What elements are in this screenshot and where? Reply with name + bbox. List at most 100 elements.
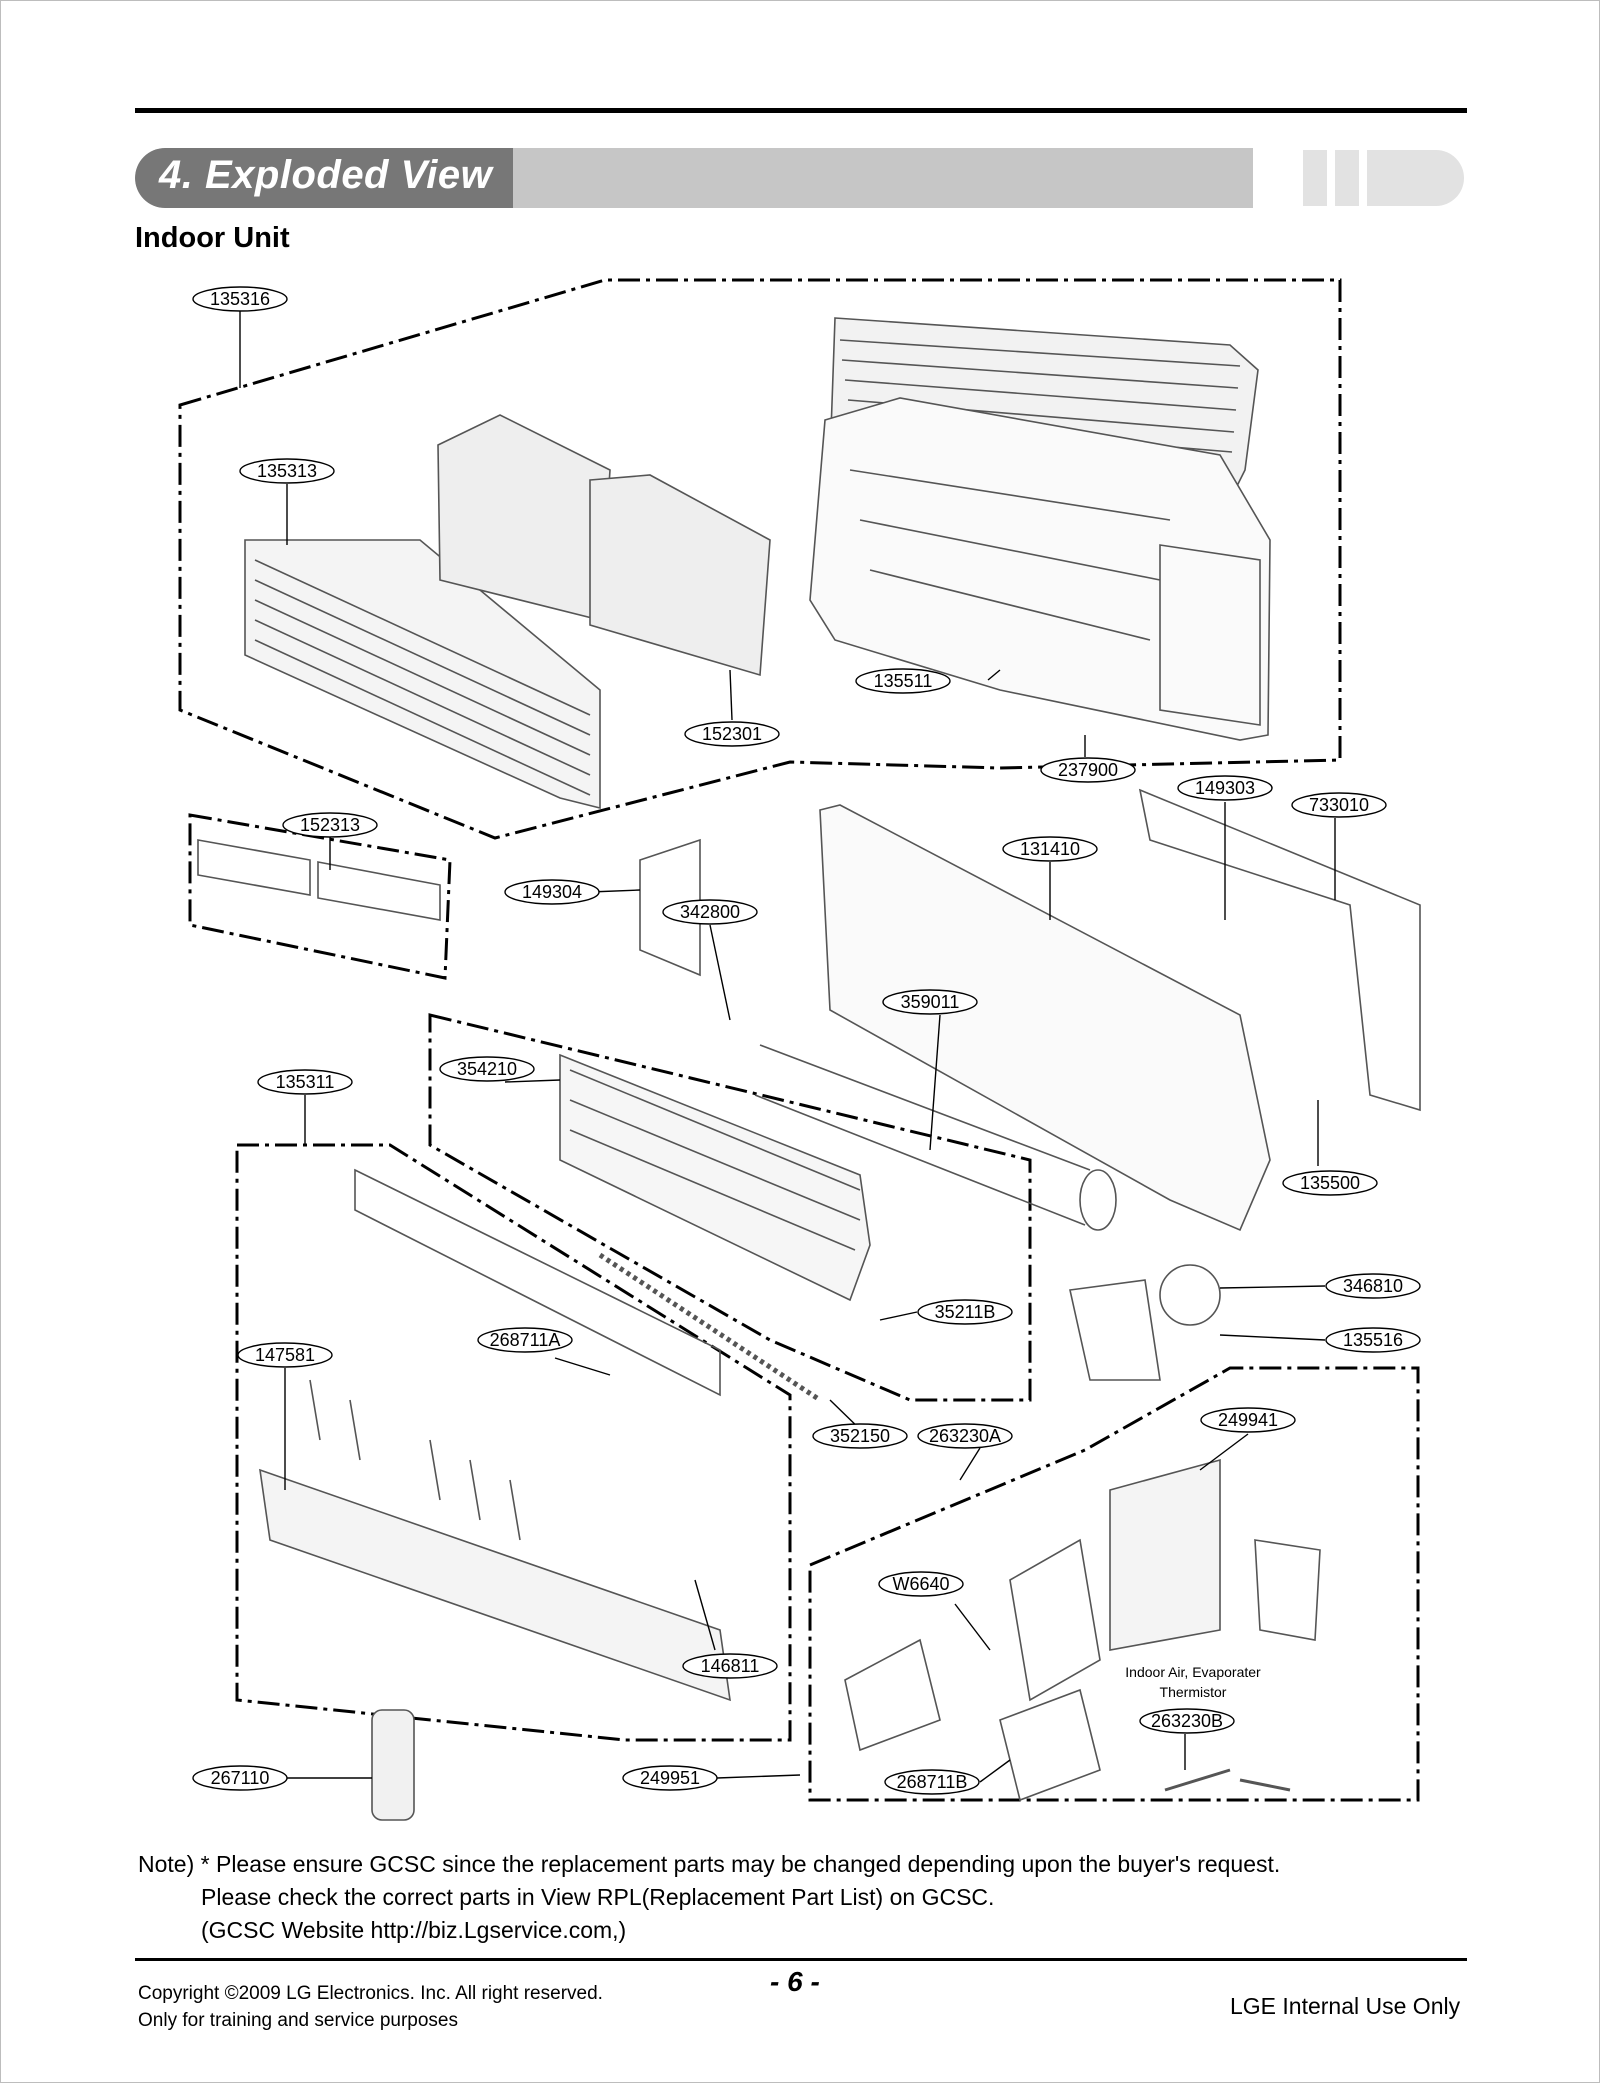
exploded-view-diagram: 135316 135313 152301 135511 237900 14930… [178, 278, 1421, 1821]
callout-263230A: 263230A [917, 1423, 1013, 1449]
pcb-drawing [999, 1688, 1101, 1802]
side-cover-drawing [1254, 1539, 1321, 1641]
callout-149303: 149303 [1177, 775, 1273, 801]
callout-135500: 135500 [1282, 1170, 1378, 1196]
part-code: 135500 [1300, 1173, 1360, 1193]
part-code: 263230B [1151, 1711, 1223, 1731]
drain-hose-drawing [598, 1252, 822, 1403]
leader-lines [239, 310, 1336, 1783]
drain-pan-drawing [354, 1168, 721, 1397]
heat-exchanger-drawing [559, 1053, 871, 1302]
main-chassis-detail [849, 469, 1261, 726]
part-code: 135313 [257, 461, 317, 481]
part-code: 733010 [1309, 795, 1369, 815]
callout-135516: 135516 [1325, 1327, 1421, 1353]
header-decoration [1367, 150, 1464, 206]
base-frame-drawing [819, 804, 1271, 1232]
heat-exchanger-fins [569, 1069, 861, 1251]
group-boundaries [178, 278, 1420, 1802]
front-panel-group-boundary [178, 278, 1342, 840]
callout-263230B: 263230B [1139, 1708, 1235, 1734]
part-code: 354210 [457, 1059, 517, 1079]
header-decoration [1335, 150, 1359, 206]
thermistor-label-line1: Indoor Air, Evaporater [1125, 1664, 1261, 1680]
part-code: 268711B [897, 1772, 968, 1792]
part-code: 152301 [702, 724, 762, 744]
section-header-bar: 4. Exploded View [135, 148, 1253, 208]
callout-135313: 135313 [239, 458, 335, 484]
callout-152313: 152313 [282, 812, 378, 838]
callout-249951: 249951 [622, 1765, 718, 1791]
callout-135511: 135511 [855, 668, 951, 694]
note-line-1: Note) * Please ensure GCSC since the rep… [138, 1851, 1281, 1877]
front-panel-slats [254, 559, 591, 796]
part-code: W6640 [892, 1574, 949, 1594]
part-code: 35211B [935, 1302, 996, 1322]
part-code: 263230A [929, 1426, 1001, 1446]
part-code: 135316 [210, 289, 270, 309]
part-callouts: 135316 135313 152301 135511 237900 14930… [192, 286, 1421, 1795]
part-code: 135311 [276, 1072, 335, 1092]
training-text: Only for training and service purposes [138, 2010, 458, 2031]
control-box-group-boundary [808, 1366, 1420, 1802]
louver-blades [309, 1379, 521, 1541]
front-panel-drawing [244, 539, 601, 810]
callout-346810: 346810 [1325, 1273, 1421, 1299]
part-code: 342800 [680, 902, 740, 922]
part-code: 249951 [640, 1768, 700, 1788]
callout-146811: 146811 [682, 1653, 778, 1679]
motor-drawing [1159, 1264, 1221, 1326]
part-code: 352150 [830, 1426, 890, 1446]
part-code: 249941 [1218, 1410, 1278, 1430]
part-code: 146811 [701, 1656, 760, 1676]
display-windows-drawing [197, 839, 441, 921]
page-number: - 6 - [770, 1966, 820, 1997]
remote-control-drawing [371, 1709, 415, 1821]
install-plate-drawing [1138, 788, 1421, 1112]
air-filter-right-drawing [589, 474, 771, 677]
part-code: 267110 [211, 1768, 270, 1788]
heat-exchanger-group-boundary [428, 1013, 1032, 1402]
callout-237900: 237900 [1040, 757, 1136, 783]
display-group-boundary [188, 813, 452, 980]
note-line-2: Please check the correct parts in View R… [201, 1884, 995, 1910]
top-grille-slats [839, 339, 1241, 473]
part-code: 359011 [901, 992, 960, 1012]
callout-249941: 249941 [1200, 1407, 1296, 1433]
replacement-note: Note) * Please ensure GCSC since the rep… [138, 1848, 1280, 1947]
callout-354210: 354210 [439, 1056, 535, 1082]
motor-cover-drawing [1069, 1279, 1161, 1381]
part-code: 237900 [1058, 760, 1118, 780]
callout-733010: 733010 [1291, 792, 1387, 818]
part-code: 135511 [874, 671, 933, 691]
part-code: 268711A [490, 1330, 561, 1350]
callout-135311: 135311 [257, 1069, 353, 1095]
main-chassis-drawing [809, 397, 1271, 741]
callout-359011: 359011 [882, 989, 978, 1015]
internal-use-label: LGE Internal Use Only [1230, 1993, 1461, 2019]
callout-135316: 135316 [192, 286, 288, 312]
thermistor-annotation: Indoor Air, Evaporater Thermistor [1125, 1664, 1261, 1700]
callout-342800: 342800 [662, 899, 758, 925]
part-code: 149303 [1195, 778, 1255, 798]
fan-end-cap [1079, 1169, 1117, 1231]
callout-149304: 149304 [504, 879, 600, 905]
vane-assembly-drawing [259, 1468, 731, 1702]
thermistor-label-line2: Thermistor [1160, 1684, 1227, 1700]
callout-35211B: 35211B [917, 1299, 1013, 1325]
callout-152301: 152301 [684, 721, 780, 747]
copyright-text: Copyright ©2009 LG Electronics. Inc. All… [138, 1983, 603, 2004]
callout-W6640: W6640 [878, 1571, 964, 1597]
callout-147581: 147581 [237, 1342, 333, 1368]
cross-flow-fan-drawing [754, 1044, 1091, 1226]
part-code: 135516 [1343, 1330, 1403, 1350]
control-box-249941-drawing [1109, 1458, 1221, 1651]
part-code: 149304 [522, 882, 582, 902]
page-subtitle: Indoor Unit [135, 222, 290, 254]
header-decoration [1303, 150, 1327, 206]
part-code: 346810 [1343, 1276, 1403, 1296]
part-code: 147581 [255, 1345, 315, 1365]
part-code: 152313 [300, 815, 360, 835]
components [197, 317, 1421, 1821]
callout-268711A: 268711A [477, 1327, 573, 1353]
